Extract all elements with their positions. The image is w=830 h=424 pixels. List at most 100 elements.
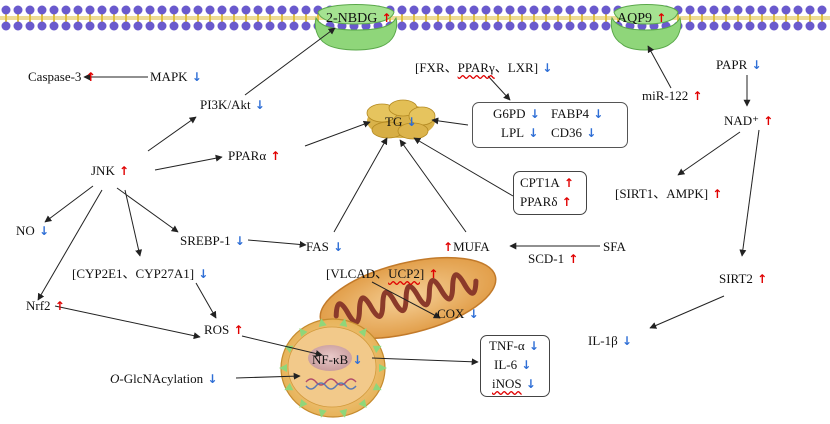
- membrane-bead: [589, 21, 599, 31]
- node-cpt1a: CPT1A ↑: [520, 175, 574, 190]
- membrane-bead: [13, 5, 23, 15]
- down-arrow-icon: ↓: [402, 115, 417, 129]
- membrane-bead: [565, 21, 575, 31]
- membrane-bead: [73, 5, 83, 15]
- node-o-glcnacylation: O-GlcNAcylation ↓: [110, 371, 218, 386]
- down-arrow-icon: ↓: [328, 240, 344, 254]
- membrane-bead: [61, 5, 71, 15]
- membrane-bead: [157, 5, 167, 15]
- down-arrow-icon: ↓: [517, 358, 532, 372]
- aqp9-channel: [610, 4, 682, 51]
- node-sirt2: SIRT2 ↑: [719, 271, 768, 286]
- node-srebp-1: SREBP-1 ↓: [180, 233, 245, 248]
- node-fabp4: FABP4 ↓: [551, 106, 604, 121]
- membrane-bead: [229, 21, 239, 31]
- membrane-bead: [181, 5, 191, 15]
- ngbd-channel: [314, 4, 398, 51]
- membrane-bead: [169, 21, 179, 31]
- membrane-bead: [133, 5, 143, 15]
- membrane-bead: [25, 5, 35, 15]
- membrane-bead: [181, 21, 191, 31]
- node-cyp2e1-cyp27a1: [CYP2E1、CYP27A1] ↓: [72, 266, 209, 281]
- nuclear-pore: [284, 383, 294, 391]
- membrane-bead: [121, 5, 131, 15]
- membrane-bead: [49, 5, 59, 15]
- node-tg: TG ↓: [385, 114, 417, 129]
- membrane-bead: [13, 21, 23, 31]
- node-mufa: ↑MUFA: [443, 239, 490, 254]
- down-arrow-icon: ↓: [250, 98, 265, 112]
- membrane-bead: [265, 21, 275, 31]
- membrane-bead: [505, 21, 515, 31]
- node-vlcad-ucp2: [VLCAD、UCP2] ↑: [326, 266, 439, 281]
- down-arrow-icon: ↓: [34, 224, 50, 238]
- membrane-bead: [217, 21, 227, 31]
- up-arrow-icon: ↑: [688, 89, 703, 103]
- node-no: NO ↓: [16, 223, 50, 238]
- membrane-bead: [169, 5, 179, 15]
- membrane-bead: [481, 21, 491, 31]
- membrane-bead: [493, 21, 503, 31]
- nuclear-pore: [372, 383, 382, 391]
- node-lpl: LPL ↓: [501, 125, 539, 140]
- node-aqp9: AQP9 ↑: [617, 11, 667, 26]
- up-arrow-icon: ↑: [559, 176, 574, 190]
- up-arrow-icon: ↑: [377, 11, 392, 25]
- membrane-bead: [757, 5, 767, 15]
- node-ppar-delta: PPARδ ↑: [520, 194, 572, 209]
- membrane-bead: [289, 5, 299, 15]
- membrane-bead: [253, 21, 263, 31]
- membrane-bead: [745, 5, 755, 15]
- membrane-bead: [469, 21, 479, 31]
- node-il-1b: IL-1β ↓: [588, 333, 632, 348]
- membrane-bead: [61, 21, 71, 31]
- membrane-bead: [109, 5, 119, 15]
- membrane-bead: [769, 21, 779, 31]
- membrane-bead: [457, 21, 467, 31]
- membrane-bead: [241, 5, 251, 15]
- membrane-bead: [37, 5, 47, 15]
- cytokine-group-box: [480, 335, 550, 397]
- node-jnk: JNK ↑: [91, 163, 130, 178]
- membrane-bead: [229, 5, 239, 15]
- membrane-bead: [85, 5, 95, 15]
- membrane-bead: [205, 5, 215, 15]
- down-arrow-icon: ↓: [348, 353, 363, 367]
- up-arrow-icon: ↑: [443, 240, 454, 254]
- up-arrow-icon: ↑: [557, 195, 572, 209]
- membrane-bead: [433, 21, 443, 31]
- down-arrow-icon: ↓: [203, 372, 218, 386]
- membrane-bead: [793, 21, 803, 31]
- membrane-bead: [733, 5, 743, 15]
- membrane-bead: [601, 5, 611, 15]
- membrane-bead: [733, 21, 743, 31]
- membrane-bead: [577, 21, 587, 31]
- nuclear-pores: [279, 318, 387, 418]
- membrane-bead: [301, 21, 311, 31]
- membrane-bead: [709, 21, 719, 31]
- down-arrow-icon: ↓: [617, 334, 632, 348]
- nuclear-pore: [299, 399, 308, 408]
- node-cd36: CD36 ↓: [551, 125, 597, 140]
- nuclear-pore: [372, 345, 382, 353]
- node-2-nbdg: 2-NBDG ↑: [326, 11, 392, 26]
- membrane-bead: [505, 5, 515, 15]
- membrane-bead: [205, 21, 215, 31]
- node-papr: PAPR ↓: [716, 57, 762, 72]
- down-arrow-icon: ↓: [194, 267, 209, 281]
- down-arrow-icon: ↓: [230, 234, 245, 248]
- up-arrow-icon: ↑: [752, 272, 768, 286]
- node-mapk: MAPK ↓: [150, 69, 202, 84]
- node-ros: ROS ↑: [204, 322, 244, 337]
- up-arrow-icon: ↑: [229, 323, 244, 337]
- nuclear-pore: [318, 409, 327, 418]
- membrane-bead: [433, 5, 443, 15]
- node-caspase-3: Caspase-3 ↑: [28, 69, 96, 84]
- node-fas: FAS ↓: [306, 239, 344, 254]
- membrane-bead: [301, 5, 311, 15]
- membrane-bead: [589, 5, 599, 15]
- membrane-bead: [217, 5, 227, 15]
- down-arrow-icon: ↓: [524, 339, 539, 353]
- membrane-bead: [409, 5, 419, 15]
